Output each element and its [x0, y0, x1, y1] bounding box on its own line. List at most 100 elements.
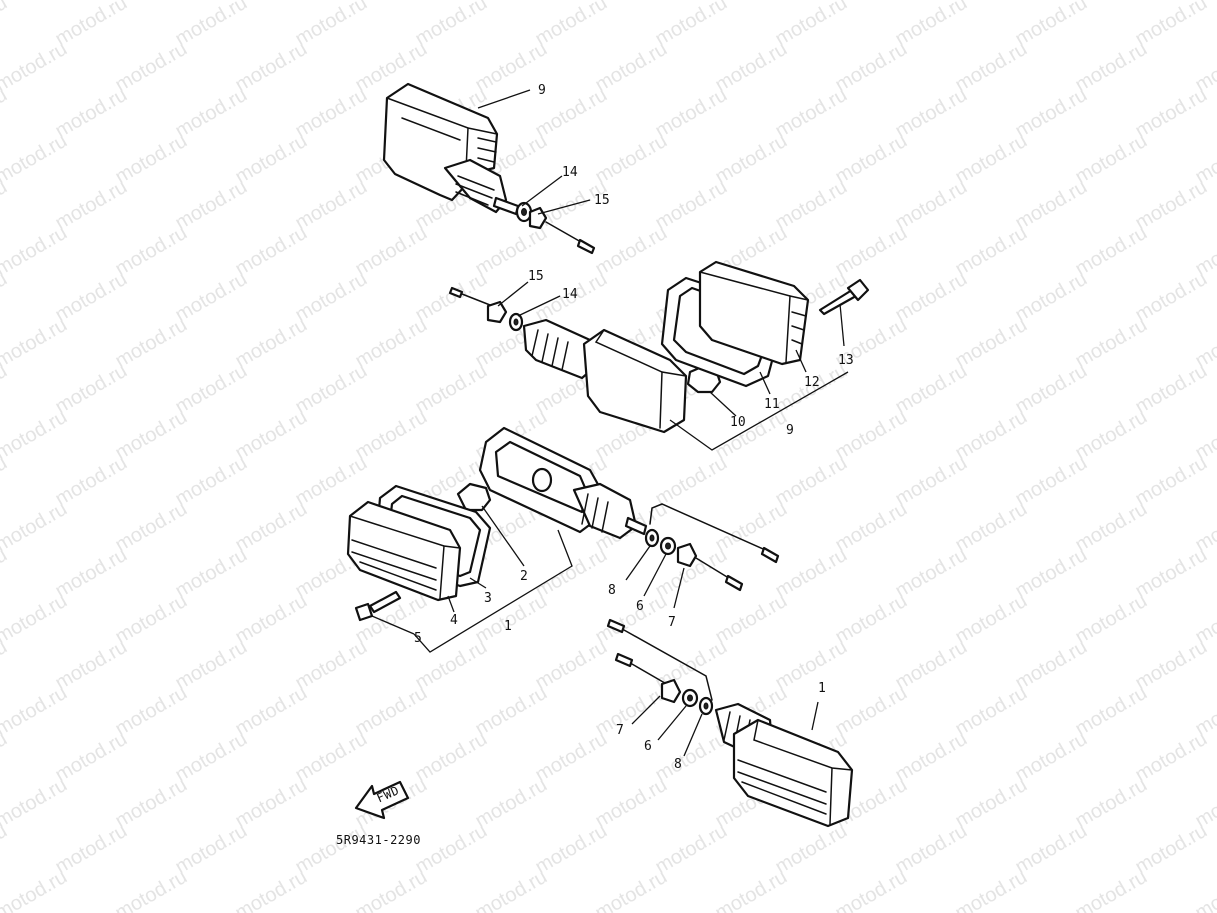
- watermark-text: motod.ru: [0, 0, 11, 50]
- watermark-text: motod.ru: [712, 130, 791, 189]
- watermark-text: motod.ru: [532, 0, 611, 50]
- watermark-text: motod.ru: [1072, 866, 1151, 913]
- watermark-text: motod.ru: [0, 498, 71, 557]
- watermark-text: motod.ru: [1132, 728, 1211, 787]
- watermark-text: motod.ru: [712, 498, 791, 557]
- watermark-text: motod.ru: [292, 360, 371, 419]
- callout-14-mid: 14: [562, 287, 578, 302]
- watermark-text: motod.ru: [52, 268, 131, 327]
- callout-1-mid: 1: [504, 619, 512, 634]
- watermark-text: motod.ru: [0, 0, 71, 4]
- watermark-text: motod.ru: [1072, 682, 1151, 741]
- watermark-text: motod.ru: [52, 820, 131, 879]
- watermark-text: motod.ru: [1012, 84, 1091, 143]
- watermark-text: motod.ru: [652, 820, 731, 879]
- callout-5: 5: [414, 631, 422, 646]
- watermark-text: motod.ru: [232, 38, 311, 97]
- flasher-assembly-bottom: [606, 618, 854, 828]
- watermark-text: motod.ru: [1132, 636, 1211, 695]
- watermark-text: motod.ru: [52, 360, 131, 419]
- watermark-text: motod.ru: [832, 682, 911, 741]
- watermark-text: motod.ru: [232, 314, 311, 373]
- watermark-text: motod.ru: [952, 38, 1031, 97]
- callout-6-bot: 6: [644, 739, 652, 754]
- watermark-text: motod.ru: [772, 452, 851, 511]
- watermark-text: motod.ru: [532, 820, 611, 879]
- watermark-text: motod.ru: [352, 406, 431, 465]
- watermark-text: motod.ru: [772, 636, 851, 695]
- watermark-text: motod.ru: [52, 544, 131, 603]
- watermark-text: motod.ru: [952, 498, 1031, 557]
- watermark-text: motod.ru: [952, 590, 1031, 649]
- watermark-text: motod.ru: [112, 498, 191, 557]
- watermark-text: motod.ru: [112, 866, 191, 913]
- watermark-text: motod.ru: [232, 774, 311, 833]
- flasher-assembly-main: [346, 426, 780, 622]
- watermark-text: motod.ru: [652, 0, 731, 50]
- watermark-text: motod.ru: [1012, 544, 1091, 603]
- watermark-text: motod.ru: [892, 820, 971, 879]
- watermark-text: motod.ru: [892, 360, 971, 419]
- watermark-text: motod.ru: [592, 866, 671, 913]
- watermark-text: motod.ru: [652, 452, 731, 511]
- watermark-text: motod.ru: [832, 406, 911, 465]
- watermark-text: motod.ru: [112, 590, 191, 649]
- watermark-text: motod.ru: [172, 820, 251, 879]
- watermark-text: motod.ru: [892, 176, 971, 235]
- watermark-text: motod.ru: [352, 314, 431, 373]
- watermark-text: motod.ru: [0, 866, 71, 913]
- watermark-text: motod.ru: [52, 636, 131, 695]
- watermark-text: motod.ru: [0, 38, 71, 97]
- watermark-text: motod.ru: [1132, 84, 1211, 143]
- watermark-text: motod.ru: [0, 590, 71, 649]
- watermark-text: motod.ru: [1072, 130, 1151, 189]
- watermark-text: motod.ru: [532, 636, 611, 695]
- watermark-text: motod.ru: [712, 406, 791, 465]
- callout-7-bot: 7: [616, 723, 624, 738]
- watermark-text: motod.ru: [172, 452, 251, 511]
- watermark-text: motod.ru: [172, 176, 251, 235]
- callout-3: 3: [484, 591, 492, 606]
- watermark-text: motod.ru: [892, 452, 971, 511]
- watermark-text: motod.ru: [1072, 498, 1151, 557]
- watermark-text: motod.ru: [592, 222, 671, 281]
- watermark-text: motod.ru: [292, 452, 371, 511]
- watermark-text: motod.ru: [1012, 176, 1091, 235]
- watermark-text: motod.ru: [592, 774, 671, 833]
- watermark-text: motod.ru: [1072, 222, 1151, 281]
- watermark-text: motod.ru: [952, 130, 1031, 189]
- watermark-text: motod.ru: [472, 866, 551, 913]
- watermark-text: motod.ru: [112, 406, 191, 465]
- callout-11: 11: [764, 397, 780, 412]
- watermark-text: motod.ru: [652, 84, 731, 143]
- callout-9-top: 9: [538, 83, 546, 98]
- watermark-text: motod.ru: [232, 130, 311, 189]
- watermark-text: motod.ru: [532, 728, 611, 787]
- watermark-text: motod.ru: [412, 0, 491, 50]
- watermark-text: motod.ru: [1012, 452, 1091, 511]
- watermark-text: motod.ru: [952, 222, 1031, 281]
- watermark-text: motod.ru: [1072, 774, 1151, 833]
- watermark-text: motod.ru: [0, 774, 71, 833]
- watermark-text: motod.ru: [1132, 452, 1211, 511]
- watermark-text: motod.ru: [832, 590, 911, 649]
- watermark-text: motod.ru: [52, 84, 131, 143]
- watermark-text: motod.ru: [952, 314, 1031, 373]
- watermark-text: motod.ru: [772, 176, 851, 235]
- watermark-text: motod.ru: [292, 176, 371, 235]
- watermark-text: motod.ru: [1132, 360, 1211, 419]
- watermark-text: motod.ru: [772, 0, 851, 50]
- watermark-text: motod.ru: [352, 682, 431, 741]
- watermark-text: motod.ru: [292, 820, 371, 879]
- watermark-text: motod.ru: [1012, 0, 1091, 50]
- watermark-text: motod.ru: [112, 38, 191, 97]
- watermark-text: motod.ru: [1132, 544, 1211, 603]
- watermark-text: motod.ru: [112, 130, 191, 189]
- watermark-text: motod.ru: [592, 682, 671, 741]
- watermark-text: motod.ru: [0, 682, 71, 741]
- watermark-text: motod.ru: [292, 0, 371, 50]
- watermark-text: motod.ru: [1132, 176, 1211, 235]
- watermark-text: motod.ru: [0, 406, 71, 465]
